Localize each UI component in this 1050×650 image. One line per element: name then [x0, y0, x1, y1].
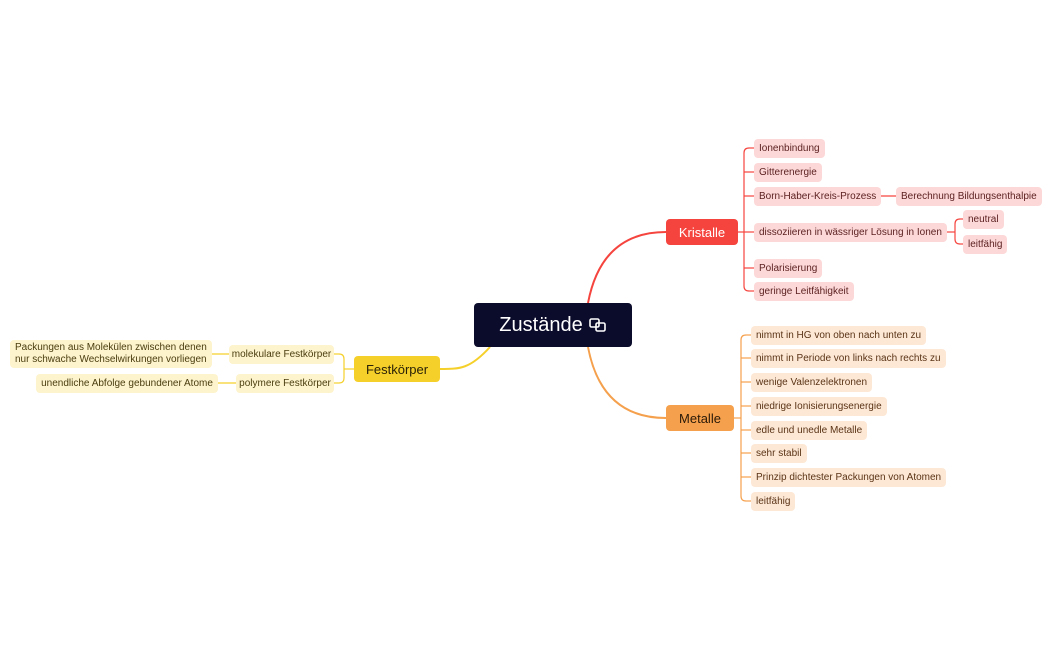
- link-kristalle: [587, 231, 667, 304]
- topic-neutral[interactable]: neutral: [963, 210, 1004, 229]
- topic-geringe-leitfaehigkeit[interactable]: geringe Leitfähigkeit: [754, 282, 854, 301]
- topic-polymere-festkoerper[interactable]: polymere Festkörper: [236, 374, 334, 393]
- topic-metalle-item[interactable]: wenige Valenzelektronen: [751, 373, 873, 392]
- topic-metalle-item[interactable]: Prinzip dichtester Packungen von Atomen: [751, 468, 947, 487]
- topic-gitterenergie[interactable]: Gitterenergie: [754, 163, 822, 182]
- linked-squares-icon: [588, 317, 607, 333]
- topic-metalle-item[interactable]: leitfähig: [751, 492, 796, 511]
- topic-ionenbindung[interactable]: Ionenbindung: [754, 139, 825, 158]
- topic-metalle-item[interactable]: niedrige Ionisierungsenergie: [751, 397, 887, 416]
- topic-leitfaehig-kristalle[interactable]: leitfähig: [963, 235, 1008, 254]
- topic-molekulare-description[interactable]: Packungen aus Molekülen zwischen denen n…: [10, 340, 212, 368]
- topic-metalle-item[interactable]: nimmt in HG von oben nach unten zu: [751, 326, 927, 345]
- link-metalle: [587, 346, 667, 419]
- festkoerper-bracket: [212, 353, 354, 384]
- branch-metalle[interactable]: Metalle: [666, 405, 734, 431]
- topic-polarisierung[interactable]: Polarisierung: [754, 259, 823, 278]
- topic-metalle-item[interactable]: edle und unedle Metalle: [751, 421, 868, 440]
- topic-dissoziieren[interactable]: dissoziieren in wässriger Lösung in Ione…: [754, 223, 947, 242]
- root-node[interactable]: Zustände: [474, 303, 632, 347]
- link-festkoerper: [439, 346, 491, 370]
- topic-polymere-description[interactable]: unendliche Abfolge gebundener Atome: [36, 374, 218, 393]
- topic-born-haber[interactable]: Born-Haber-Kreis-Prozess: [754, 187, 882, 206]
- branch-festkoerper[interactable]: Festkörper: [354, 356, 440, 382]
- branch-kristalle[interactable]: Kristalle: [666, 219, 738, 245]
- topic-metalle-item[interactable]: nimmt in Periode von links nach rechts z…: [751, 349, 946, 368]
- topic-molekulare-festkoerper[interactable]: molekulare Festkörper: [229, 345, 334, 364]
- topic-metalle-item[interactable]: sehr stabil: [751, 444, 807, 463]
- topic-berechnung-bildungsenthalpie[interactable]: Berechnung Bildungsenthalpie: [896, 187, 1042, 206]
- root-label: Zustände: [499, 313, 583, 336]
- metalle-bracket: [734, 334, 751, 502]
